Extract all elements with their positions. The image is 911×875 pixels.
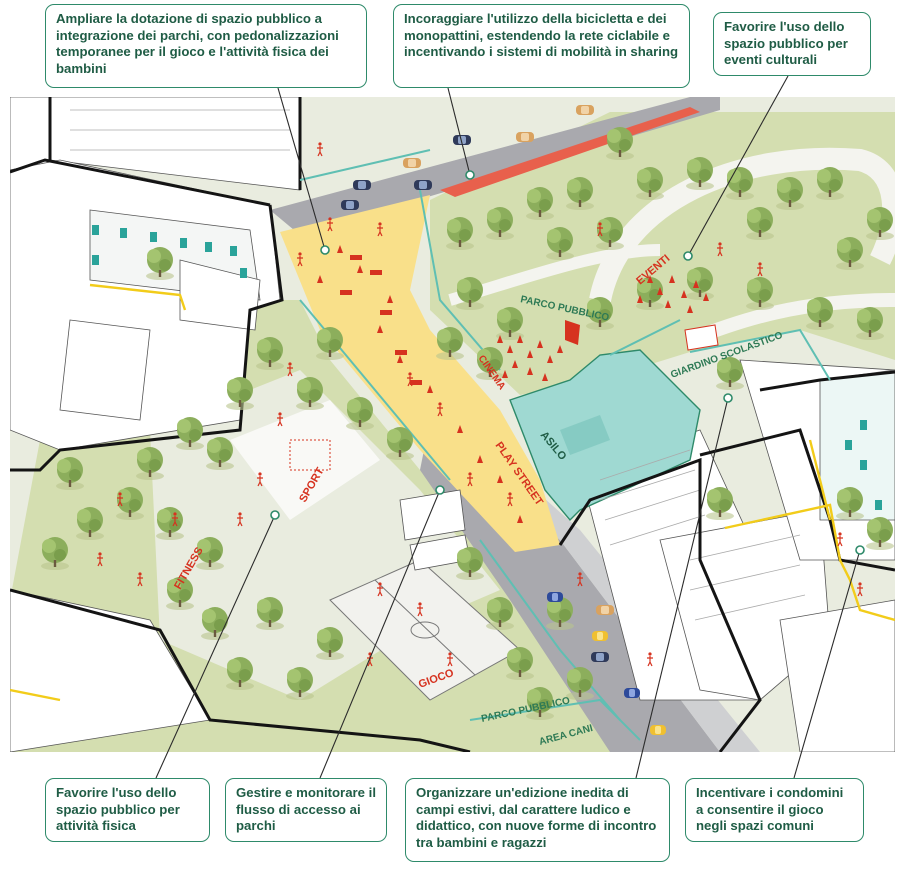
- callout-eventi-culturali-text: Favorire l'uso dello spazio pubblico per…: [724, 19, 848, 67]
- callout-eventi-culturali: Favorire l'uso dello spazio pubblico per…: [713, 12, 871, 76]
- fences: [299, 149, 831, 741]
- yellow-outlines: [10, 283, 895, 702]
- callout-parchi: Ampliare la dotazione di spazio pubblico…: [45, 4, 367, 88]
- callout-campi-estivi: Organizzare un'edizione inedita di campi…: [405, 778, 670, 862]
- road-top: [270, 97, 720, 235]
- aerial-map: PARCO PUBBLICO EVENTI GIARDINO SCOLASTIC…: [10, 97, 895, 752]
- callout-attivita-fisica-text: Favorire l'uso dello spazio pubblico per…: [56, 785, 180, 833]
- callout-bicicletta-text: Incoraggiare l'utilizzo della bicicletta…: [404, 11, 679, 59]
- buildings: [10, 97, 895, 752]
- callout-parchi-text: Ampliare la dotazione di spazio pubblico…: [56, 11, 339, 76]
- leader-dots: [270, 170, 865, 555]
- callout-bicicletta: Incoraggiare l'utilizzo della bicicletta…: [393, 4, 690, 88]
- leader-lines: [155, 75, 861, 779]
- callout-condomini-text: Incentivare i condomini a consentire il …: [696, 785, 844, 833]
- sport-field: [230, 400, 380, 520]
- callout-campi-estivi-text: Organizzare un'edizione inedita di campi…: [416, 785, 657, 850]
- play-street: [280, 195, 560, 552]
- callout-condomini: Incentivare i condomini a consentire il …: [685, 778, 864, 842]
- callout-flusso-text: Gestire e monitorare il flusso di access…: [236, 785, 376, 833]
- bike-lane: [440, 107, 700, 197]
- callout-attivita-fisica: Favorire l'uso dello spazio pubblico per…: [45, 778, 210, 842]
- callout-flusso: Gestire e monitorare il flusso di access…: [225, 778, 387, 842]
- windows: [92, 225, 882, 510]
